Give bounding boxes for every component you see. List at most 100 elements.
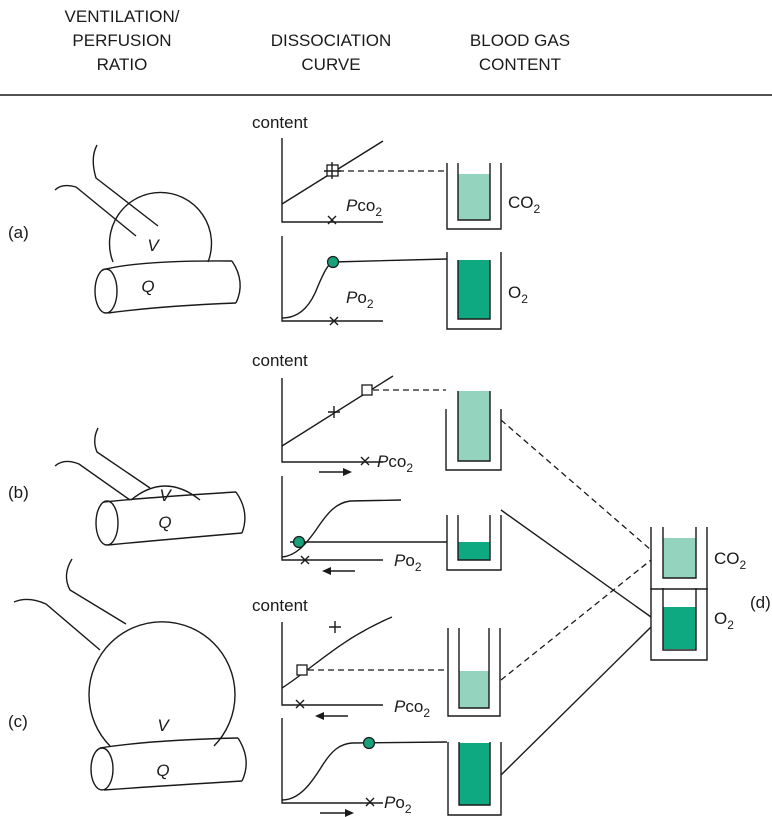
panel-a-pco2-label: Pco2 xyxy=(346,196,382,219)
panel-a-o2-curve: Po2 xyxy=(281,236,448,326)
panel-d-o2-fill xyxy=(663,607,696,649)
panel-a-alveolus-outline xyxy=(108,191,213,263)
panel-c-letter: (c) xyxy=(8,712,28,731)
panel-b-pco2-label: Pco2 xyxy=(377,452,413,475)
panel-a-co2-label: CO2 xyxy=(508,193,541,216)
panel-b-v-label: V xyxy=(159,486,172,505)
panel-b-co2-normal-marker xyxy=(328,406,340,418)
panel-b-co2-container xyxy=(445,391,502,471)
co2-mix-line-from-b xyxy=(500,419,652,551)
panel-c-capillary: Q xyxy=(90,737,247,791)
panel-b-q-label: Q xyxy=(158,513,171,532)
mixing-lines xyxy=(500,419,652,776)
panel-c-co2-curve: Pco2 xyxy=(281,616,447,720)
panel-a-airway-upper xyxy=(92,144,159,227)
panel-a-o2-label: O2 xyxy=(508,283,528,306)
panel-c-o2-sigmoid xyxy=(281,741,448,801)
panel-b-po2-label: Po2 xyxy=(394,551,422,574)
panel-b-o2-axes xyxy=(281,476,383,561)
panel-c-o2-fill xyxy=(459,743,490,805)
panel-b-airway-upper xyxy=(94,427,151,489)
panel-d-co2-fill xyxy=(663,538,696,578)
co2-mix-line-from-c xyxy=(500,559,652,681)
panel-c-o2-axes xyxy=(281,718,383,804)
panel-c-o2-point xyxy=(362,736,376,750)
header-ventilation-line3: RATIO xyxy=(97,55,148,74)
panel-b-capillary: Q xyxy=(95,491,246,546)
panel-c-pco2-label: Pco2 xyxy=(394,697,430,720)
panel-a-letter: (a) xyxy=(8,223,29,242)
o2-mix-line-from-b xyxy=(500,509,652,618)
panel-a-co2-curve: Pco2 xyxy=(281,138,447,225)
panel-b-co2-fill xyxy=(458,391,490,461)
panel-c-airway-upper xyxy=(65,558,127,625)
panel-b: (b) V Q content Pco2 xyxy=(8,351,502,575)
panel-c-po2-label: Po2 xyxy=(384,793,412,816)
o2-mix-line-from-c xyxy=(500,626,652,776)
panel-a-o2-pressure-marker xyxy=(329,316,339,326)
panel-c-co2-line xyxy=(281,616,393,689)
panel-a-o2-container: O2 xyxy=(446,252,528,330)
panel-a-v-label: V xyxy=(147,236,160,255)
panel-a-content-label: content xyxy=(252,113,308,132)
panel-a-o2-fill xyxy=(458,260,490,319)
panel-b-co2-pressure-marker xyxy=(360,456,370,466)
panel-b-airway-lower xyxy=(54,460,131,501)
panel-d: (d) CO2 O2 xyxy=(650,527,771,661)
panel-b-letter: (b) xyxy=(8,483,29,502)
panel-a-o2-axes xyxy=(281,236,383,322)
panel-b-o2-container xyxy=(446,515,502,571)
panel-c-v-label: V xyxy=(157,716,170,735)
panel-c-co2-fill xyxy=(459,671,489,708)
header-bloodgas-line2: CONTENT xyxy=(479,55,561,74)
panel-a-q-label: Q xyxy=(141,277,154,296)
header-ventilation-line1: VENTILATION/ xyxy=(65,7,180,26)
panel-c-o2-pressure-marker xyxy=(365,797,375,807)
column-headers: VENTILATION/ PERFUSION RATIO DISSOCIATIO… xyxy=(65,7,571,74)
panel-c: (c) V Q content Pco2 xyxy=(8,558,502,817)
panel-c-alveolus: V xyxy=(13,558,236,747)
header-dissociation-line1: DISSOCIATION xyxy=(271,31,392,50)
panel-b-o2-point xyxy=(292,535,306,549)
header-dissociation-line2: CURVE xyxy=(301,55,360,74)
panel-c-alveolus-outline xyxy=(88,621,236,747)
panel-c-q-label: Q xyxy=(156,761,169,780)
panel-a-po2-label: Po2 xyxy=(346,288,374,311)
panel-c-o2-container xyxy=(447,742,502,816)
panel-b-o2-fill xyxy=(458,542,490,560)
panel-b-o2-sigmoid xyxy=(281,499,402,558)
panel-d-letter: (d) xyxy=(750,593,771,612)
panel-d-co2-label: CO2 xyxy=(714,549,747,572)
panel-a: (a) V Q content Pco2 xyxy=(8,113,541,330)
header-ventilation-line2: PERFUSION xyxy=(72,31,171,50)
panel-a-capillary: Q xyxy=(94,260,241,314)
panel-b-o2-curve: Po2 xyxy=(281,476,447,575)
panel-c-co2-container xyxy=(447,628,501,717)
panel-b-content-label: content xyxy=(252,351,308,370)
panel-b-o2-pressure-marker xyxy=(300,555,310,565)
panel-a-co2-container: CO2 xyxy=(446,163,541,230)
panel-d-o2-label: O2 xyxy=(714,609,734,632)
panel-c-co2-point-marker xyxy=(296,664,308,676)
panel-a-alveolus: V xyxy=(54,144,213,263)
panel-c-airway-lower xyxy=(13,598,101,651)
panel-c-co2-pressure-marker xyxy=(295,699,305,709)
panel-c-o2-curve: Po2 xyxy=(281,718,448,817)
panel-a-co2-axes xyxy=(281,138,383,223)
panel-b-co2-point-marker xyxy=(361,384,373,396)
panel-c-co2-normal-marker xyxy=(329,621,341,633)
panel-b-co2-line xyxy=(281,375,394,447)
panel-a-co2-fill xyxy=(458,174,490,220)
panel-a-o2-point xyxy=(326,255,340,269)
panel-a-airway-lower xyxy=(54,184,137,237)
panel-d-o2-container: O2 xyxy=(650,588,734,661)
panel-b-alveolus: V xyxy=(54,427,201,505)
panel-c-content-label: content xyxy=(252,596,308,615)
panel-a-co2-pressure-marker xyxy=(327,215,337,225)
header-bloodgas-line1: BLOOD GAS xyxy=(470,31,570,50)
panel-c-co2-axes xyxy=(281,622,383,706)
panel-d-co2-container: CO2 xyxy=(650,527,747,590)
panel-b-co2-curve: Pco2 xyxy=(281,375,446,476)
panel-b-co2-axes xyxy=(281,378,383,463)
